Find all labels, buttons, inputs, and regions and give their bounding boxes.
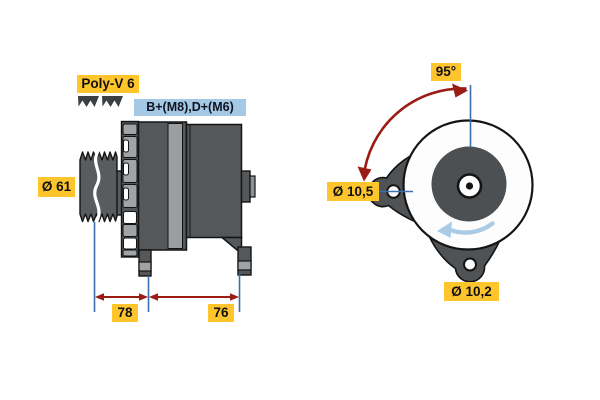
end-view-drawing <box>357 83 534 283</box>
poly-v-belt-profile-icon <box>78 96 123 107</box>
front-length-dimension-label: 78 <box>112 304 138 322</box>
alternator-housing <box>137 121 243 251</box>
lower-hole-diameter-label: Ø 10,2 <box>444 282 499 301</box>
shaft-center-dot <box>465 182 474 190</box>
pulley-diameter-label: Ø 61 <box>38 177 75 197</box>
terminals-label: B+(M8),D+(M6) <box>134 99 246 116</box>
mounting-angle-label: 95° <box>431 63 461 81</box>
lower-ear-hole <box>463 257 477 272</box>
dimension-extension-lines <box>93 222 241 312</box>
stator-band <box>167 123 183 249</box>
front-bracket-fins <box>120 120 140 258</box>
belt-type-label: Poly-V 6 <box>77 75 139 93</box>
counterclockwise-rotation-arrow-icon <box>437 221 495 238</box>
side-view-drawing <box>78 96 256 312</box>
rear-length-dimension-label: 76 <box>208 304 234 322</box>
upper-hole-diameter-label: Ø 10,5 <box>327 182 379 201</box>
pulley <box>79 150 118 223</box>
break-line <box>93 150 101 223</box>
dimension-arrows <box>95 293 239 301</box>
terminal-block <box>240 170 256 203</box>
mounting-feet <box>138 246 252 277</box>
angle-arc-arrow-icon <box>357 83 468 182</box>
